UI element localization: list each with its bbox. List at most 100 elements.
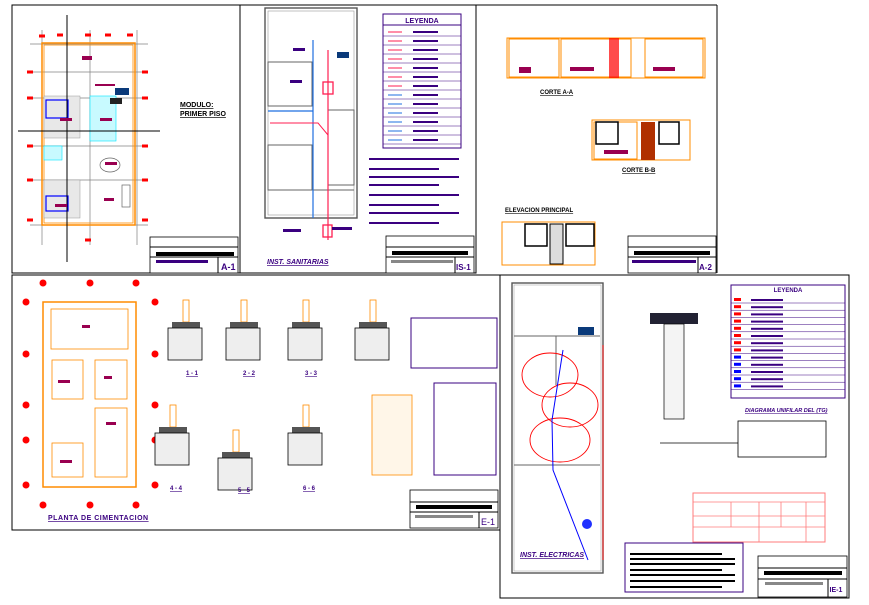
grid-axis-bubble	[132, 501, 140, 509]
title-block-e1: E-1	[409, 489, 499, 529]
sheet-borders	[11, 4, 850, 599]
legend-symbol	[734, 341, 741, 345]
section-a-label: CORTE A-A	[540, 90, 574, 96]
legend-symbol	[734, 384, 741, 388]
column-rebar	[240, 299, 248, 323]
dimension-marker	[85, 238, 91, 242]
dimension-marker	[27, 96, 33, 100]
section-label: 3 - 3	[305, 371, 318, 377]
slab	[359, 322, 387, 328]
note-line	[369, 222, 439, 224]
legend-description	[413, 67, 438, 69]
legend-description	[413, 40, 438, 42]
grid-axis-bubble	[86, 279, 94, 287]
legend-symbol	[734, 319, 741, 323]
grid-axis-bubble	[39, 279, 47, 287]
note-line	[630, 558, 735, 560]
slab	[172, 322, 200, 328]
legend-description	[751, 378, 783, 381]
footing	[167, 327, 203, 361]
floor-label: PRIMER PISO	[180, 111, 226, 118]
note-line	[369, 212, 459, 214]
dimension-marker	[27, 178, 33, 182]
footing	[225, 327, 261, 361]
legend-description	[751, 342, 783, 345]
title-block-a1: A-1	[149, 236, 239, 274]
sheet-code: A-1	[221, 262, 236, 272]
slab	[222, 452, 250, 458]
module-label: MODULO:	[180, 102, 213, 109]
column-detail	[650, 313, 698, 420]
legend-title: LEYENDA	[774, 288, 803, 294]
section-label: 6 - 6	[303, 486, 316, 492]
note-line	[630, 586, 722, 588]
electrical-legend: LEYENDA	[730, 284, 846, 399]
column-rebar	[302, 404, 310, 428]
sheet-a1-floor-plan: MODULO: PRIMER PISO	[18, 15, 226, 262]
legend-description	[413, 49, 438, 51]
dimension-marker	[27, 218, 33, 222]
legend-description	[413, 58, 438, 60]
grid-axis-bubble	[151, 298, 159, 306]
column-rebar	[369, 299, 377, 323]
legend-symbol	[734, 298, 741, 301]
note-line	[630, 553, 722, 555]
plumbing-legend: LEYENDA	[382, 13, 462, 149]
note-line	[630, 574, 735, 576]
sheet-a2-sections: CORTE A-A CORTE B-B ELEVACION PRINCIPAL	[501, 37, 706, 266]
legend-symbol	[734, 362, 741, 366]
note-line	[369, 194, 459, 196]
grid-axis-bubble	[22, 401, 30, 409]
dimension-marker	[39, 34, 45, 38]
grid-axis-bubble	[22, 350, 30, 358]
legend-description	[751, 306, 783, 309]
column-rebar	[169, 404, 177, 428]
legend-description	[751, 371, 783, 373]
section-label: 4 - 4	[170, 486, 183, 492]
legend-symbol	[734, 348, 741, 352]
legend-description	[413, 103, 438, 105]
note-line	[369, 184, 439, 186]
legend-description	[751, 327, 783, 330]
footing	[217, 457, 253, 491]
footing	[154, 432, 190, 466]
legend-symbol	[734, 312, 741, 316]
notes-box	[624, 542, 744, 593]
grid-axis-bubble	[22, 298, 30, 306]
brick-wall-detail	[371, 394, 413, 476]
note-line	[630, 580, 735, 582]
legend-symbol	[734, 355, 741, 359]
note-line	[630, 569, 722, 571]
single-line-diagram-title: DIAGRAMA UNIFILAR DEL (TG)	[745, 408, 828, 414]
legend-description	[413, 139, 438, 141]
legend-description	[413, 94, 438, 96]
footing	[287, 432, 323, 466]
legend-description	[413, 121, 438, 123]
title-block-is1: IS-1	[385, 235, 475, 274]
column-rebar	[302, 299, 310, 323]
dimension-marker	[127, 33, 133, 37]
sheet-ie1-electrical: INST. ELECTRICAS LEYENDA DIAGRAMA UNIFIL…	[511, 282, 846, 593]
legend-title: LEYENDA	[405, 18, 438, 25]
legend-description	[413, 76, 438, 78]
legend-symbol	[734, 370, 741, 373]
grid-axis-bubble	[39, 501, 47, 509]
grid-axis-bubble	[22, 436, 30, 444]
sheet-code: IS-1	[456, 263, 471, 272]
grid-axis-bubble	[151, 350, 159, 358]
legend-description	[751, 356, 783, 359]
grid-axis-bubble	[151, 481, 159, 489]
dimension-marker	[142, 178, 148, 182]
dimension-marker	[105, 33, 111, 37]
slab	[292, 427, 320, 433]
electrical-title: INST. ELECTRICAS	[520, 552, 584, 559]
legend-description	[751, 313, 783, 316]
sheet-code: IE-1	[830, 587, 843, 594]
grid-axis-bubble	[22, 481, 30, 489]
sheet-ie1-border	[499, 274, 850, 599]
legend-symbol	[734, 305, 741, 309]
dimension-marker	[57, 33, 63, 37]
legend-description	[751, 335, 783, 337]
section-label: 2 - 2	[243, 371, 256, 377]
footing	[287, 327, 323, 361]
